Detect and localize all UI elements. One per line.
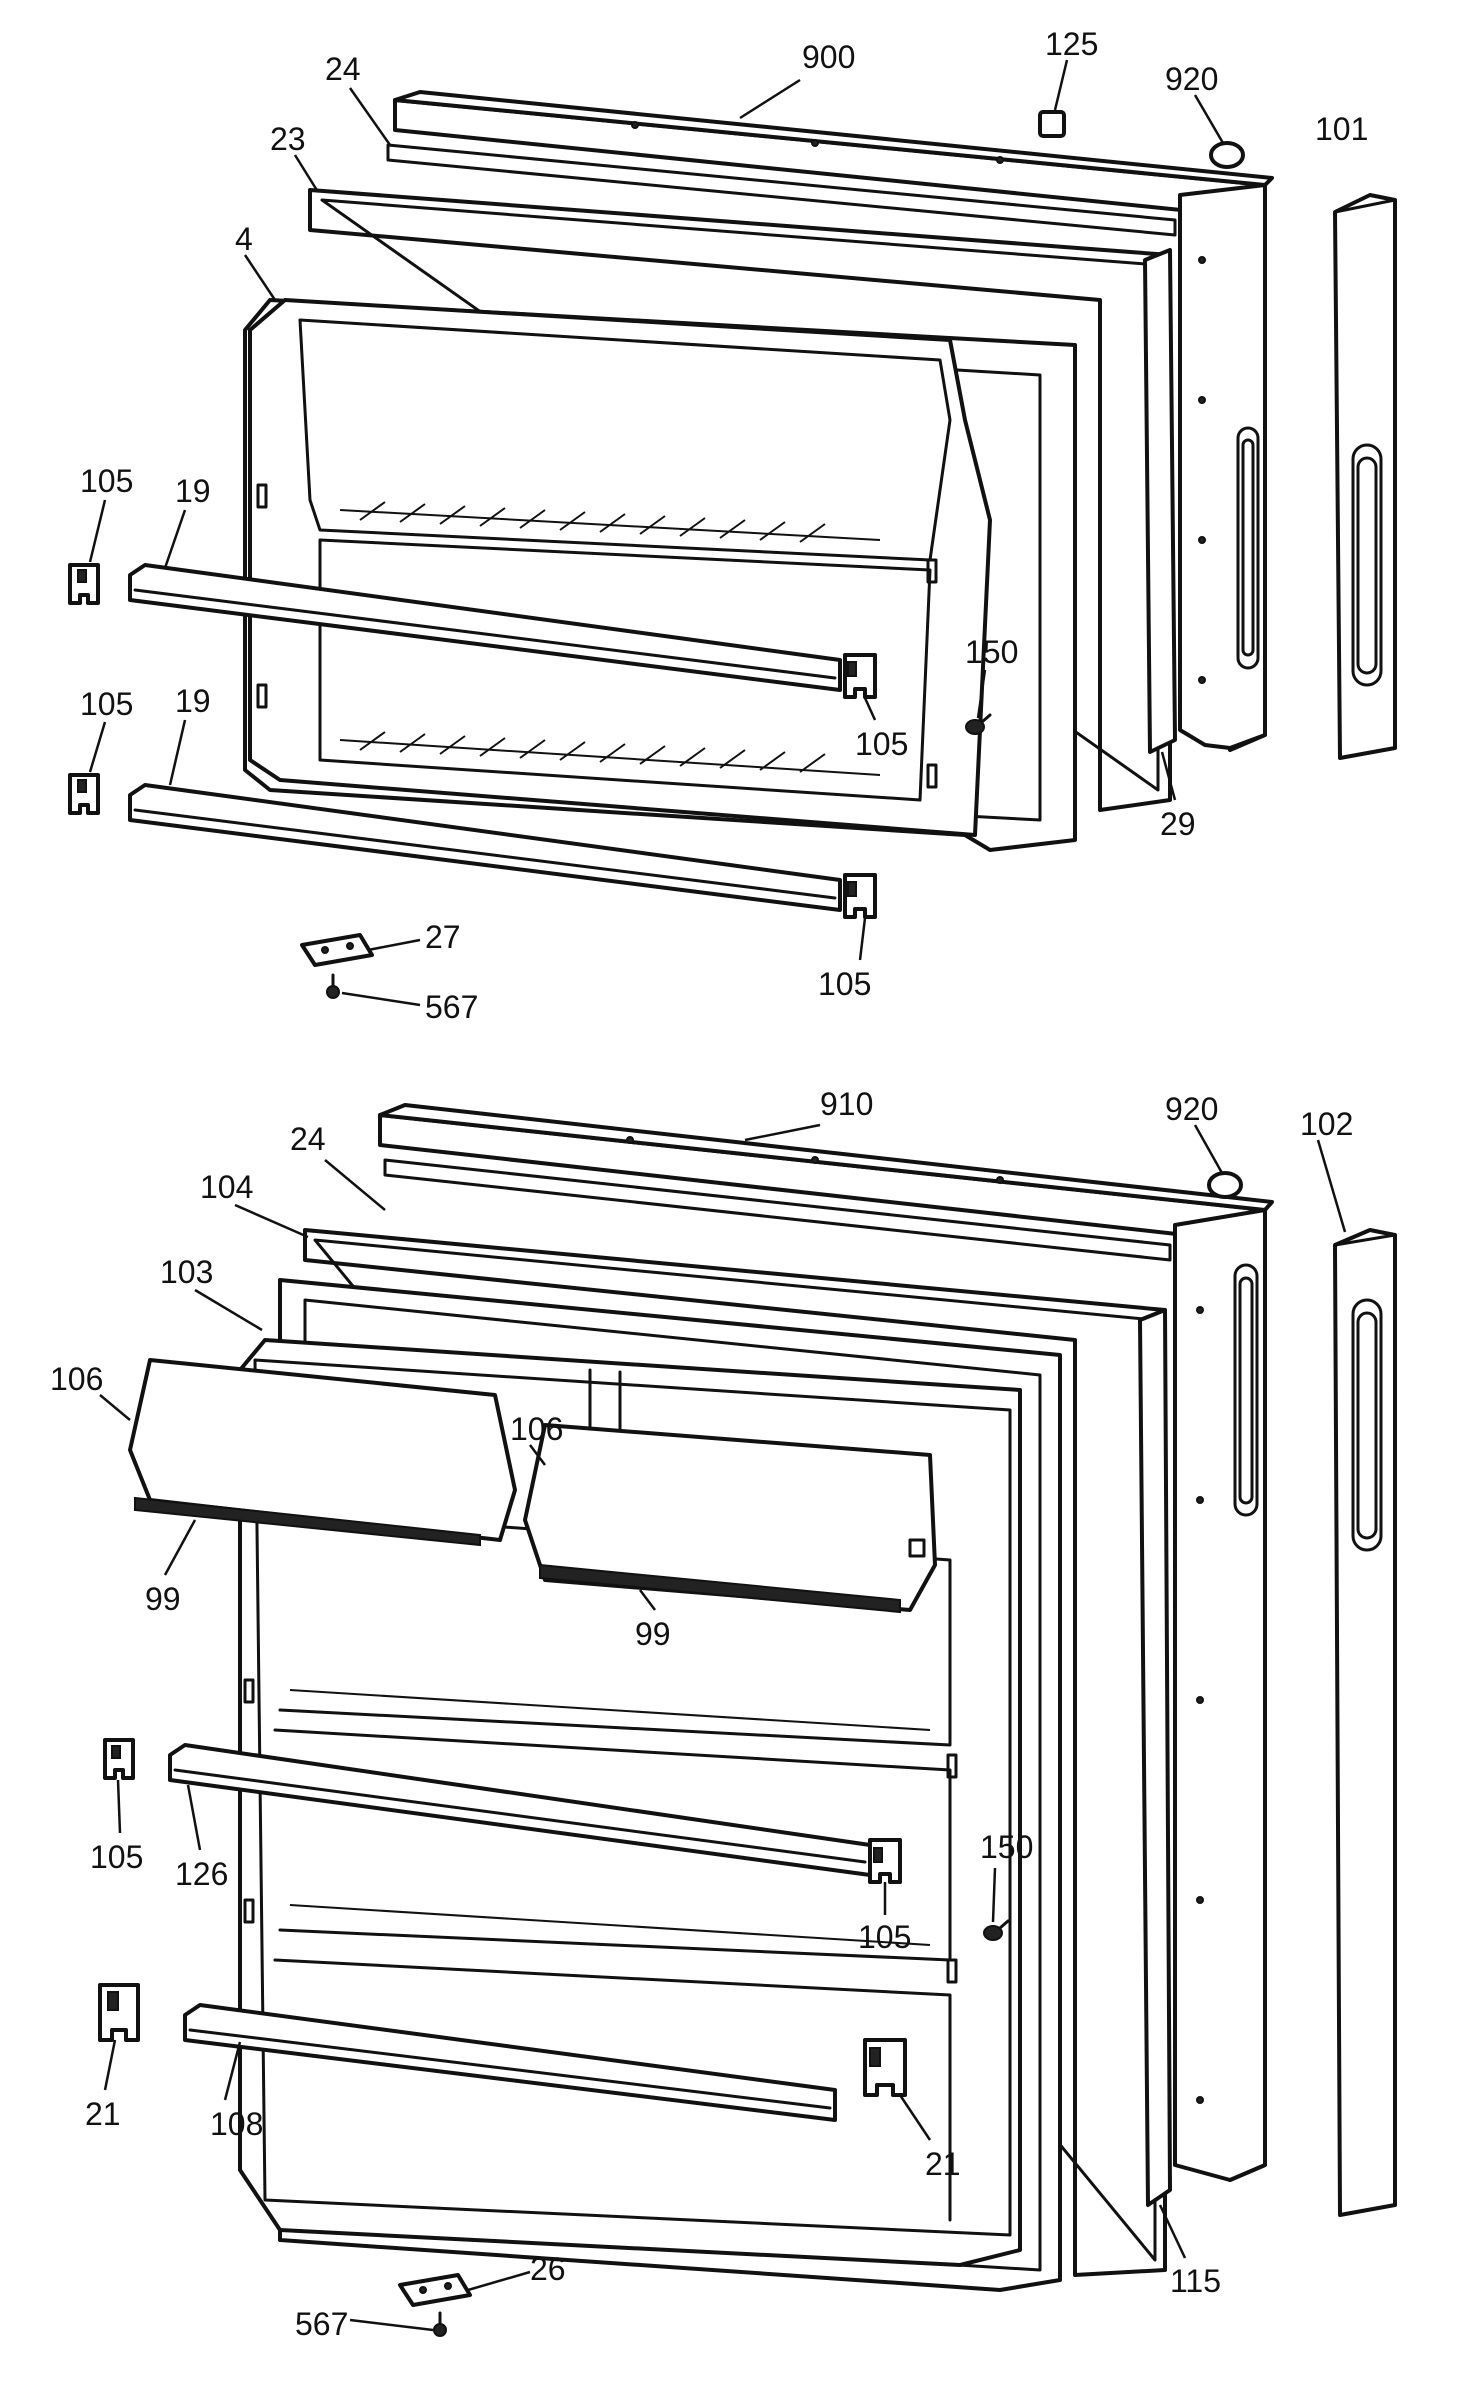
callout-567-top: 567 bbox=[425, 989, 478, 1025]
callout-126: 126 bbox=[175, 1856, 228, 1892]
callout-105-b: 105 bbox=[855, 726, 908, 762]
clip-105-c bbox=[68, 773, 100, 815]
clip-21-left bbox=[98, 1983, 140, 2042]
bin-106-right bbox=[523, 1423, 937, 1614]
leader-lines bbox=[88, 59, 1347, 2332]
callout-103: 103 bbox=[160, 1254, 213, 1290]
callout-21-right: 21 bbox=[925, 2146, 961, 2182]
clip-105-f bbox=[868, 1838, 902, 1884]
strip-115 bbox=[1138, 1308, 1172, 2207]
callout-150-bottom: 150 bbox=[980, 1829, 1033, 1865]
handle-trim-102 bbox=[1333, 1228, 1397, 2217]
outer-door-panel-900 bbox=[393, 90, 1274, 752]
callout-99-a: 99 bbox=[145, 1581, 181, 1617]
callout-108: 108 bbox=[210, 2106, 263, 2142]
callout-102: 102 bbox=[1300, 1106, 1353, 1142]
handle-trim-101 bbox=[1333, 193, 1397, 760]
hinge-plate-27 bbox=[300, 933, 374, 967]
callout-920-top: 920 bbox=[1165, 61, 1218, 97]
fresh-food-door-assembly bbox=[98, 1103, 1397, 2337]
clip-105-d bbox=[843, 873, 877, 919]
shelf-bar-19-lower bbox=[128, 783, 842, 912]
outer-door-panel-910 bbox=[378, 1103, 1274, 2182]
callout-920-bottom: 920 bbox=[1165, 1091, 1218, 1127]
callout-900: 900 bbox=[802, 39, 855, 75]
callout-910: 910 bbox=[820, 1086, 873, 1122]
callout-105-a: 105 bbox=[80, 463, 133, 499]
inner-door-liner-4 bbox=[243, 298, 1077, 852]
clip-105-a bbox=[68, 563, 100, 605]
callout-21-left: 21 bbox=[85, 2096, 121, 2132]
callout-150-top: 150 bbox=[965, 634, 1018, 670]
callout-125: 125 bbox=[1045, 26, 1098, 62]
callout-24-bottom: 24 bbox=[290, 1121, 326, 1157]
callout-27: 27 bbox=[425, 919, 461, 955]
callout-24-top: 24 bbox=[325, 51, 361, 87]
strip-24-bottom bbox=[383, 1158, 1172, 1262]
callout-105-c: 105 bbox=[80, 686, 133, 722]
callout-105-d: 105 bbox=[818, 966, 871, 1002]
callout-105-e: 105 bbox=[90, 1839, 143, 1875]
callout-labels: 900 125 920 101 24 23 4 105 19 150 105 1… bbox=[50, 26, 1368, 2342]
cap-920-top bbox=[1209, 141, 1245, 169]
callout-19-b: 19 bbox=[175, 683, 211, 719]
clip-105-b bbox=[843, 653, 877, 699]
shelf-bar-108 bbox=[183, 2003, 837, 2122]
callout-99-b: 99 bbox=[635, 1616, 671, 1652]
cap-920-bottom bbox=[1207, 1171, 1243, 1199]
shelf-bar-19-upper bbox=[128, 563, 842, 692]
freezer-door-assembly bbox=[68, 90, 1397, 999]
plug-125 bbox=[1038, 110, 1066, 138]
clip-21-right bbox=[863, 2038, 907, 2097]
screw-150-bottom bbox=[983, 1919, 1010, 1941]
callout-567-bottom: 567 bbox=[295, 2306, 348, 2342]
bin-106-left bbox=[128, 1358, 517, 1547]
callout-19-a: 19 bbox=[175, 473, 211, 509]
callout-115: 115 bbox=[1170, 2263, 1221, 2299]
strip-29 bbox=[1143, 248, 1177, 754]
strip-24-top bbox=[386, 143, 1177, 237]
callout-101: 101 bbox=[1315, 111, 1368, 147]
screw-567-bottom bbox=[433, 2311, 447, 2337]
screw-150-top bbox=[965, 713, 992, 735]
callout-105-f: 105 bbox=[858, 1919, 911, 1955]
callout-23: 23 bbox=[270, 121, 306, 157]
callout-106-a: 106 bbox=[50, 1361, 103, 1397]
callout-104: 104 bbox=[200, 1169, 253, 1205]
callout-29: 29 bbox=[1160, 806, 1196, 842]
screw-567-top bbox=[326, 973, 340, 999]
hinge-plate-26 bbox=[398, 2273, 472, 2307]
callout-106-b: 106 bbox=[510, 1411, 563, 1447]
clip-105-e bbox=[103, 1738, 135, 1780]
callout-4: 4 bbox=[235, 221, 253, 257]
callout-26: 26 bbox=[530, 2251, 566, 2287]
